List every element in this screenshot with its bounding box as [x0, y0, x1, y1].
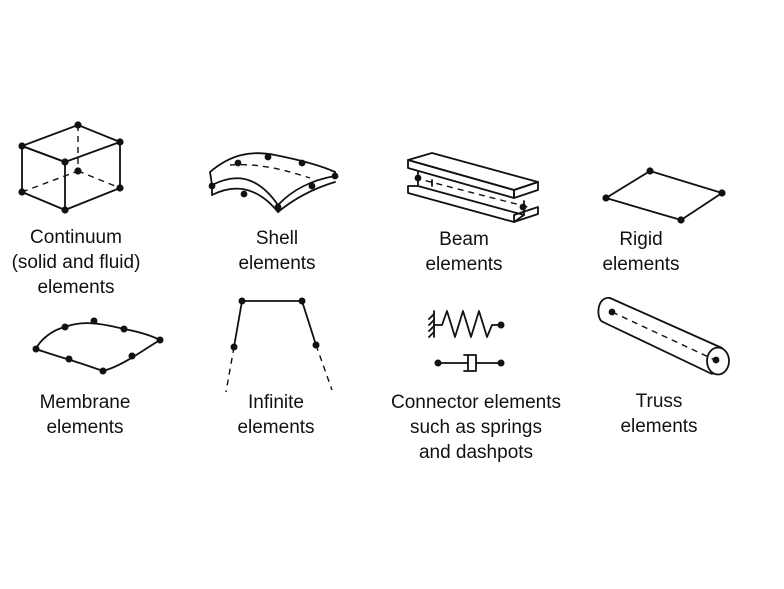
shell-label: Shell elements — [238, 228, 316, 274]
membrane-label: Membrane elements — [39, 392, 131, 438]
truss-rod-icon — [597, 297, 730, 376]
connector-label: Connector elements such as springs and d… — [390, 392, 562, 463]
rigid-label: Rigid elements — [602, 229, 680, 275]
beam-label: Beam elements — [425, 229, 503, 275]
beam-i-section-icon — [407, 152, 539, 223]
rigid-quad-icon — [602, 167, 726, 224]
membrane-surface-icon — [32, 317, 164, 375]
infinite-element-icon — [225, 297, 333, 393]
shell-curved-plate-icon — [208, 152, 339, 213]
infinite-label: Infinite elements — [237, 392, 315, 438]
continuum-cube-icon — [18, 121, 124, 214]
continuum-label: Continuum (solid and fluid) elements — [11, 227, 141, 298]
spring-dashpot-icon — [428, 310, 505, 372]
truss-label: Truss elements — [620, 391, 698, 437]
